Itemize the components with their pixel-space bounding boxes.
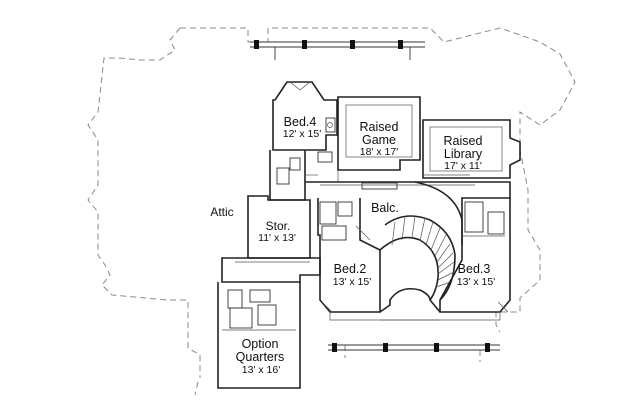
option-quarters-room [217, 282, 301, 389]
raised-library-room [422, 119, 521, 179]
raised-library-size: 17' x 11' [444, 160, 482, 172]
raised-library-name-1: Raised [444, 134, 483, 148]
bed3-room [439, 197, 511, 313]
connecting-wall [221, 257, 321, 283]
bed2-name: Bed.2 [334, 262, 367, 276]
balcony-label: Balc. [371, 201, 399, 215]
raised-game-room [337, 96, 421, 182]
bed4-size: 12' x 15' [283, 128, 321, 140]
lower-porch [328, 343, 500, 352]
bed4-bath [269, 150, 333, 201]
option-quarters-name-2: Quarters [236, 350, 285, 364]
option-quarters-size: 13' x 16' [242, 364, 280, 376]
bed3-name: Bed.3 [458, 262, 491, 276]
bed4-room [272, 81, 338, 151]
bed2-room [317, 198, 381, 313]
raised-library-name-2: Library [444, 147, 483, 161]
attic-label: Attic [210, 205, 233, 219]
bed3-size: 13' x 15' [457, 276, 495, 288]
roof-outline [87, 27, 576, 396]
raised-game-size: 18' x 17' [360, 146, 398, 158]
option-quarters-name-1: Option [242, 337, 279, 351]
center-passage [329, 287, 501, 321]
bed2-size: 13' x 15' [333, 276, 371, 288]
raised-game-name-1: Raised [360, 120, 399, 134]
raised-game-name-2: Game [362, 133, 396, 147]
bed4-name: Bed.4 [284, 115, 317, 129]
curved-staircase [379, 181, 463, 301]
storage-name: Stor. [266, 219, 291, 233]
upper-porch [250, 40, 425, 60]
balcony-area [305, 181, 511, 198]
storage-size: 11' x 13' [258, 232, 296, 244]
